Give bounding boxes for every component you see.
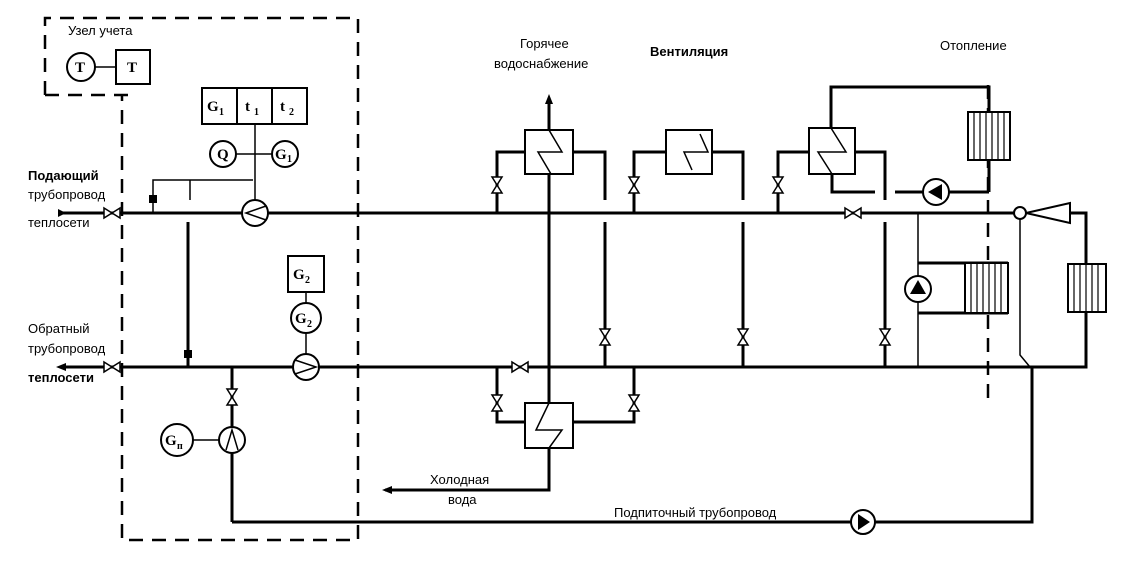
svg-text:трубопровод: трубопровод: [28, 187, 106, 202]
svg-text:п: п: [177, 441, 183, 452]
svg-text:Подающий: Подающий: [28, 168, 99, 183]
heating-heat-exchanger: [808, 127, 856, 175]
return-label: Обратный трубопровод теплосети: [28, 321, 106, 385]
svg-text:теплосети: теплосети: [28, 215, 90, 230]
cold-water-heater: [524, 402, 574, 449]
svg-text:G: G: [295, 311, 307, 327]
svg-text:T: T: [75, 60, 85, 76]
svg-text:2: 2: [307, 319, 312, 330]
svg-text:Q: Q: [217, 147, 229, 163]
svg-text:G: G: [207, 99, 219, 115]
hot-water-label-2: водоснабжение: [494, 56, 588, 71]
metering-unit-title: Узел учета: [68, 23, 133, 38]
svg-text:1: 1: [254, 107, 259, 118]
svg-text:1: 1: [219, 107, 224, 118]
svg-text:G: G: [293, 267, 305, 283]
svg-text:теплосети: теплосети: [28, 370, 94, 385]
supply-flowmeter-icon: [241, 199, 269, 227]
elevator-icon: [1025, 201, 1071, 225]
svg-text:2: 2: [289, 107, 294, 118]
svg-text:G: G: [275, 147, 287, 163]
svg-text:t: t: [245, 99, 250, 115]
flow-recorder-g2: [287, 255, 325, 293]
legend: Узел учета T T: [66, 23, 151, 85]
return-flowmeter-icon: [292, 353, 320, 381]
heating-label: Отопление: [940, 38, 1007, 53]
makeup-pipe-label: Подпиточный трубопровод: [614, 505, 777, 520]
ventilation-label: Вентиляция: [650, 44, 728, 59]
hot-water-label-1: Горячее: [520, 36, 569, 51]
svg-text:T: T: [127, 60, 137, 76]
device-legend-icon: [115, 49, 151, 85]
cold-water-label-1: Холодная: [430, 472, 489, 487]
svg-text:1: 1: [287, 154, 292, 165]
supply-label: Подающий трубопровод теплосети: [28, 168, 106, 230]
cold-water-label-2: вода: [448, 492, 477, 507]
svg-text:трубопровод: трубопровод: [28, 341, 106, 356]
svg-text:2: 2: [305, 275, 310, 286]
svg-text:G: G: [165, 433, 177, 449]
svg-text:Обратный: Обратный: [28, 321, 89, 336]
flow-sensor-g1-icon: [271, 140, 299, 168]
svg-text:t: t: [280, 99, 285, 115]
makeup-flow-sensor-icon: [160, 423, 194, 457]
metering-unit-boundary: [43, 16, 360, 542]
heat-meter-icon: [209, 140, 237, 168]
makeup-pipe: [232, 367, 1034, 524]
